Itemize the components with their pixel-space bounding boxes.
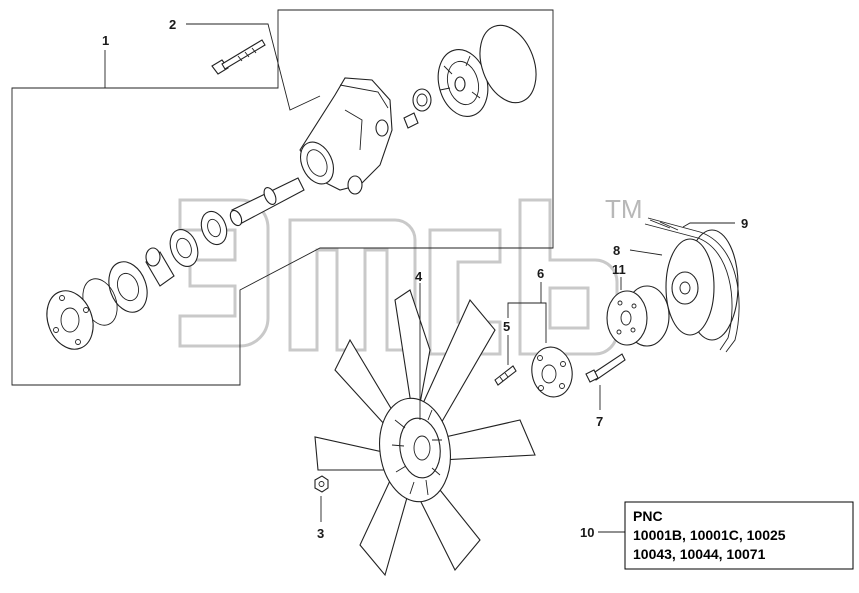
callout-6: 6 (537, 266, 544, 281)
stud-part-5 (494, 365, 517, 386)
pnc-box: PNC 10001B, 10001C, 10025 10043, 10044, … (624, 501, 854, 570)
callout-3: 3 (317, 526, 324, 541)
nut-part-3 (314, 475, 329, 493)
bolt-part-2 (211, 39, 266, 75)
fan-part-4 (314, 289, 536, 577)
pulley-part-11 (606, 285, 670, 347)
callout-7: 7 (596, 414, 603, 429)
callout-2-leader (186, 23, 321, 111)
callout-9: 9 (741, 216, 748, 231)
callout-11: 11 (612, 262, 626, 277)
hub-flange (46, 290, 94, 350)
belt-part-9 (644, 217, 740, 353)
callout-4: 4 (415, 269, 423, 284)
impeller (437, 49, 489, 117)
pump-shaft (229, 177, 305, 227)
callout-8-leader (629, 249, 663, 256)
pnc-title: PNC (633, 508, 663, 524)
bearing-set (82, 210, 228, 326)
water-pump-housing (299, 77, 393, 195)
callout-9-leader (682, 222, 735, 228)
callout-2: 2 (169, 17, 176, 32)
pnc-line-2: 10043, 10044, 10071 (633, 546, 766, 562)
pulley-part-8 (665, 229, 739, 341)
callout-10: 10 (580, 525, 594, 540)
callout-5: 5 (503, 319, 510, 334)
pnc-line-1: 10001B, 10001C, 10025 (633, 527, 786, 543)
spacer-part-6 (531, 346, 573, 398)
watermark-logo: TM (178, 194, 643, 356)
callout-8: 8 (613, 243, 620, 258)
pump-cover-gasket (479, 24, 537, 104)
callout-1: 1 (102, 33, 109, 48)
trademark-mark: TM (605, 194, 643, 224)
callouts: 1 2 3 4 5 6 7 8 9 10 11 (102, 17, 748, 541)
seal-nut (403, 88, 432, 129)
bolt-part-7 (585, 353, 626, 383)
callout-5-6-leader (507, 302, 547, 343)
assembly-1-bracket (11, 9, 554, 386)
